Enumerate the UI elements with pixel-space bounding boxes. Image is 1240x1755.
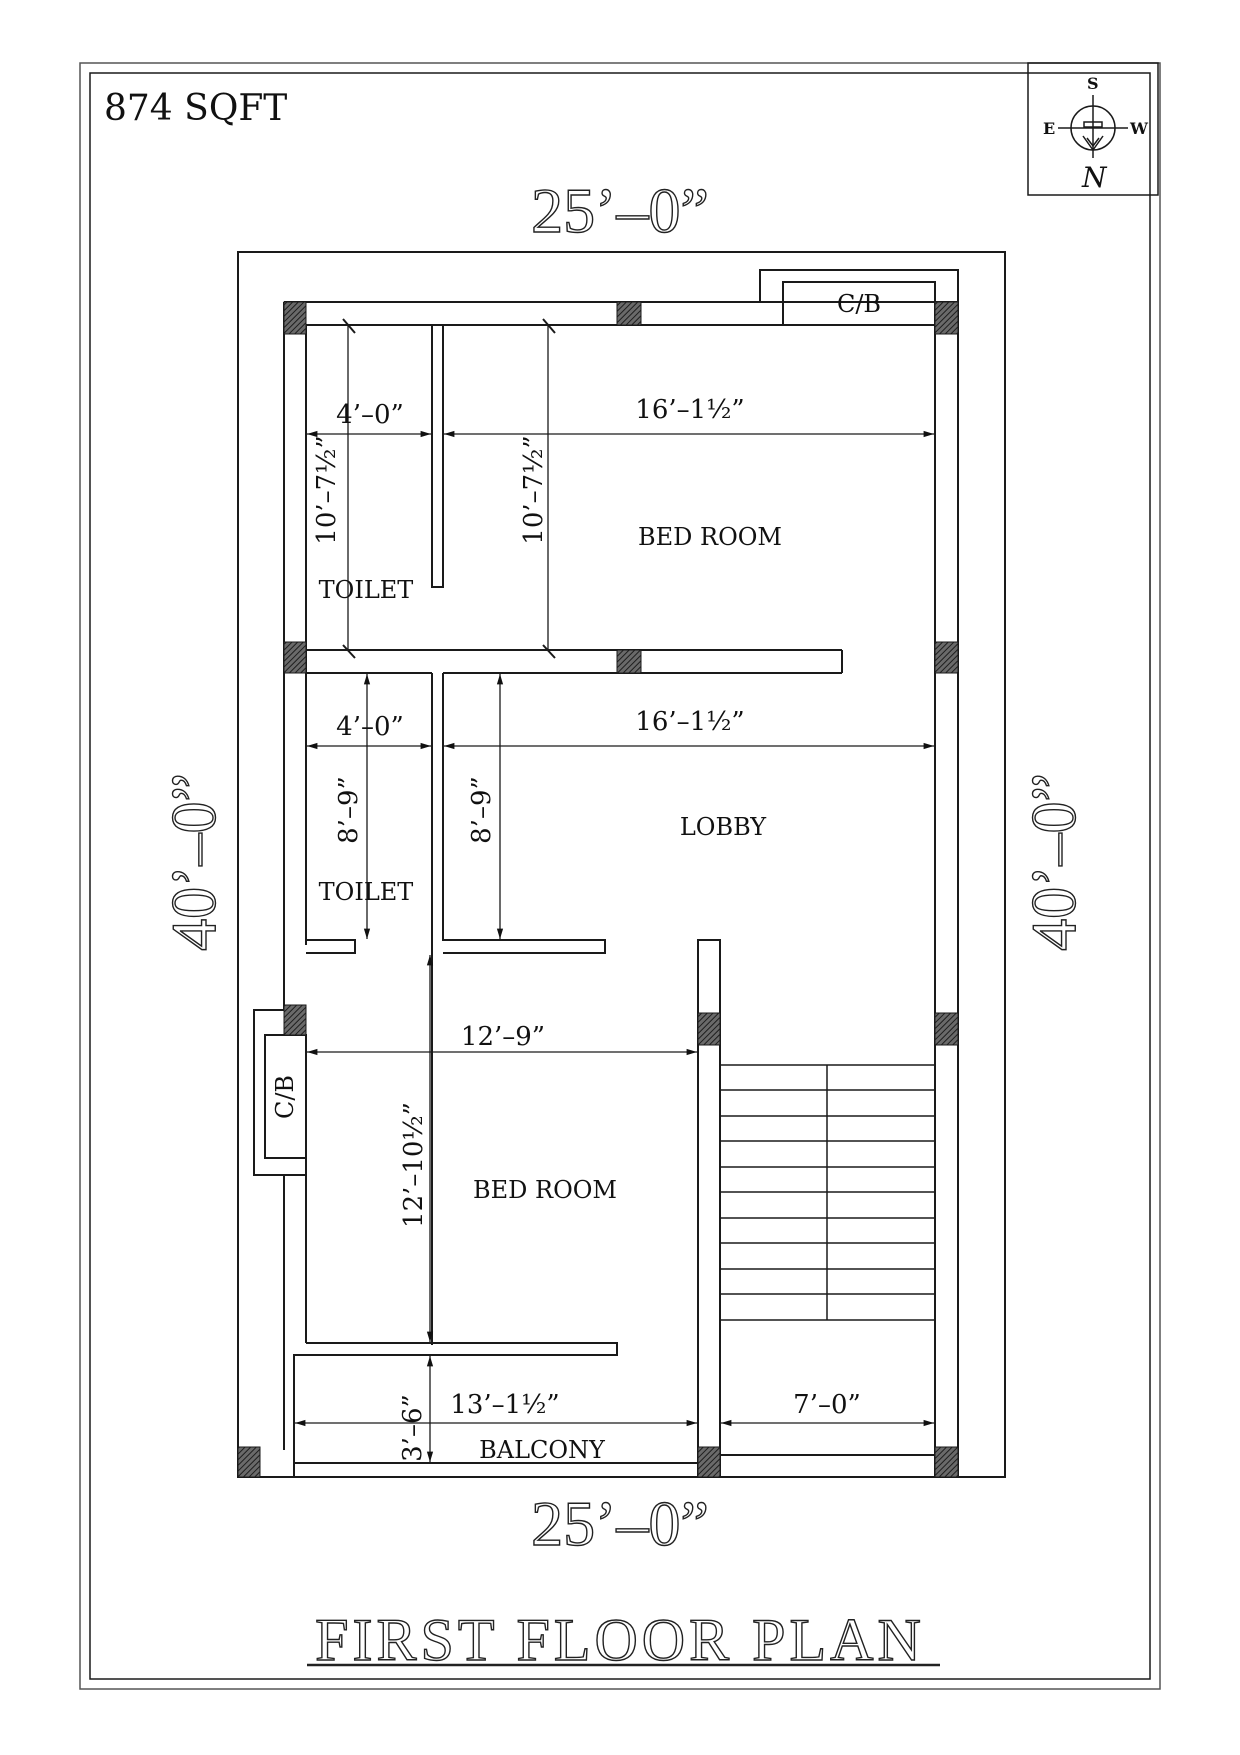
dim-toilet-top-width: 4’–0” [336,400,404,430]
dim-balcony-depth: 3’–6” [398,1394,428,1462]
dim-bedroom-top-height: 10’–7½” [519,435,549,544]
dimension-lines [295,318,934,1462]
svg-text:C/B: C/B [837,290,881,318]
dim-bedroom-bottom-width: 12’–9” [461,1022,545,1052]
compass-label-n: N [1081,161,1108,194]
overall-depth-left: 40’–0” [158,773,229,951]
north-compass: S E W N [1027,62,1159,196]
room-label-bedroom-bottom: BED ROOM [473,1176,617,1204]
room-label-toilet-top: TOILET [319,576,414,604]
dim-toilet-top-height: 10’–7½” [312,435,342,544]
room-label-lobby: LOBBY [680,813,767,841]
room-label-toilet-mid: TOILET [319,878,414,906]
interior-walls-upper [306,325,843,674]
outer-sheet-border [79,62,1161,1690]
room-label-bedroom-top: BED ROOM [638,523,782,551]
dim-bedroom-top-width: 16’–1½” [635,395,744,425]
area-label: 874 SQFT [104,88,287,129]
dim-toilet-mid-height: 8’–9” [334,776,364,844]
compass-label-s: S [1087,74,1099,93]
overall-width-bottom: 25’–0” [531,1488,709,1559]
dim-balcony-width: 13’–1½” [450,1390,559,1420]
dim-stair-width: 7’–0” [793,1390,861,1420]
inner-sheet-border [89,72,1151,1680]
compass-label-e: E [1043,119,1055,138]
structural-columns [237,301,959,1478]
dim-lobby-height: 8’–9” [467,776,497,844]
compass-arrow-icon [1082,135,1104,152]
overall-width-top: 25’–0” [531,175,709,246]
svg-text:C/B: C/B [271,1075,299,1119]
interior-walls-lower [293,1342,935,1477]
dim-lobby-width: 16’–1½” [635,707,744,737]
staircase [719,1064,936,1321]
interior-walls-middle [306,673,721,1478]
cupboard-top: C/B [759,269,959,326]
compass-label-w: W [1129,119,1149,138]
dim-toilet-mid-width: 4’–0” [336,712,404,742]
room-label-balcony: BALCONY [479,1436,606,1464]
dim-bedroom-bottom-height: 12’–10½” [399,1102,429,1228]
overall-depth-right: 40’–0” [1018,773,1089,951]
drawing-title: FIRST FLOOR PLAN [315,1607,925,1673]
